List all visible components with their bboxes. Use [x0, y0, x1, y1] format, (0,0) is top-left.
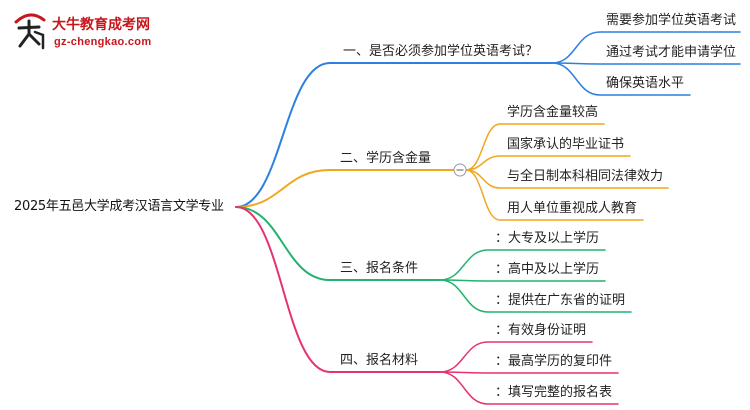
- minus-circle-icon[interactable]: [453, 163, 467, 177]
- connector-root-to-branch-2: [235, 169, 455, 208]
- connector-root-to-branch-1: [235, 62, 553, 208]
- branch-1-child-1: 需要参加学位英语考试: [606, 13, 737, 28]
- connector-root-to-branch-3: [235, 206, 441, 281]
- connector-branch-3-child-2: [439, 279, 606, 282]
- branch-4-child-1: ：有效身份证明: [495, 323, 587, 338]
- branch-4-child-2: ：最高学历的复印件: [495, 354, 613, 369]
- branch-4-child-3: ：填写完整的报名表: [495, 385, 613, 400]
- branch-1-child-3: 确保英语水平: [606, 76, 685, 91]
- branch-1-child-2: 通过考试才能申请学位: [606, 45, 737, 60]
- connector-branch-1-child-1: [551, 31, 741, 64]
- logo-url: gz-chengkao.com: [54, 36, 152, 48]
- branch-3-topic: 三、报名条件: [340, 261, 419, 276]
- connector-branch-2-child-4: [465, 169, 644, 221]
- connector-branch-3-child-1: [439, 249, 606, 281]
- connector-branch-3-child-3: [439, 279, 632, 313]
- brand-emblem-icon: [14, 13, 46, 50]
- connector-branch-1-child-3: [551, 62, 691, 96]
- root-topic: 2025年五邑大学成考汉语言文学专业: [14, 199, 224, 214]
- branch-2-child-2: 国家承认的毕业证书: [507, 137, 625, 152]
- connector-branch-4-child-3: [439, 371, 619, 405]
- branch-1-topic: 一、是否必须参加学位英语考试？: [343, 44, 539, 59]
- branch-3-child-3: ：提供在广东省的证明: [495, 293, 626, 308]
- connector-branch-2-child-1: [465, 123, 605, 171]
- branch-3-child-1: ：大专及以上学历: [495, 231, 600, 246]
- connector-branch-2-child-2: [465, 155, 631, 171]
- connector-root-to-branch-4: [235, 206, 441, 373]
- connector-branch-4-child-2: [439, 371, 619, 374]
- branch-2-topic: 二、学历含金量: [340, 151, 432, 166]
- branch-2-child-4: 用人单位重视成人教育: [507, 201, 638, 216]
- connector-branch-4-child-1: [439, 341, 593, 373]
- branch-2-child-3: 与全日制本科相同法律效力: [507, 169, 664, 184]
- branch-2-child-1: 学历含金量较高: [507, 105, 599, 120]
- branch-4-topic: 四、报名材料: [340, 353, 419, 368]
- branch-3-child-2: ：高中及以上学历: [495, 262, 600, 277]
- connector-branch-1-child-2: [551, 62, 741, 65]
- logo-title: 大牛教育成考网: [52, 17, 150, 33]
